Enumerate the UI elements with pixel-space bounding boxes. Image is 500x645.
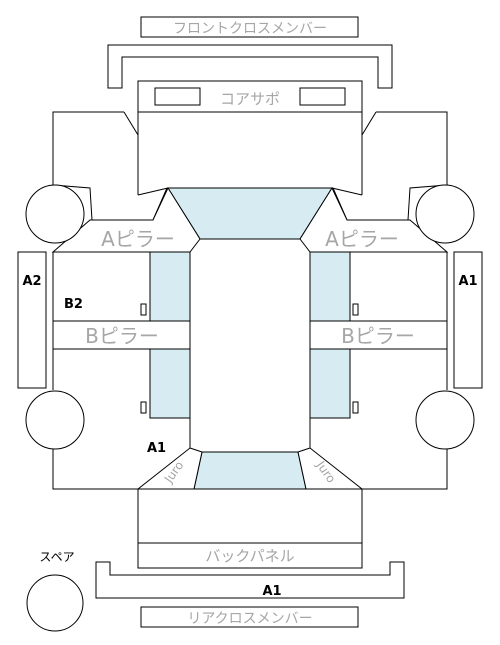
- right-side-sill: [453, 251, 483, 389]
- right-rear-wheel: [415, 390, 475, 450]
- b-pillar-right-label: Bピラー: [341, 324, 415, 348]
- grade-rear-left-corner: A1: [147, 441, 166, 456]
- right-front-door-handle: [352, 303, 359, 316]
- a-pillar-right: Aピラー: [299, 186, 449, 253]
- grade-right-side: A1: [458, 274, 477, 289]
- engine-bay-outline: [137, 112, 363, 196]
- left-side-sill: [17, 251, 47, 389]
- rear-window: [193, 451, 307, 490]
- right-rear-door-handle: [352, 401, 359, 414]
- core-support: コアサポ: [137, 80, 363, 113]
- a-pillar-left-label: Aピラー: [101, 227, 175, 251]
- b-pillar-left: Bピラー: [52, 320, 191, 350]
- right-rear-door-window: [309, 348, 351, 419]
- front-cross-member: フロントクロスメンバー: [140, 16, 359, 38]
- core-support-label: コアサポ: [220, 90, 280, 108]
- grade-rear-cross-member: A1: [262, 584, 281, 599]
- b-pillar-left-label: Bピラー: [85, 324, 159, 348]
- front-cross-member-bracket: [107, 44, 393, 89]
- spare-label: スペア: [39, 550, 74, 564]
- front-cross-member-label: フロントクロスメンバー: [173, 21, 327, 37]
- left-rear-door-handle: [140, 401, 147, 414]
- a-pillar-right-label: Aピラー: [325, 227, 399, 251]
- grade-left-side: A2: [22, 274, 41, 289]
- rear-cross-member-bracket: [95, 561, 405, 599]
- core-support-left-slot: [154, 87, 201, 106]
- a-pillar-left: Aピラー: [51, 186, 201, 253]
- core-support-right-slot: [299, 87, 346, 106]
- left-front-door-handle: [140, 303, 147, 316]
- left-front-wheel: [25, 184, 85, 244]
- left-rear-door-window: [149, 348, 191, 419]
- grade-b-pillar-left: B2: [64, 297, 83, 312]
- back-panel: バックパネル: [137, 542, 363, 569]
- right-front-wheel: [415, 184, 475, 244]
- back-panel-label: バックパネル: [205, 547, 294, 565]
- spare-tire: スペア: [26, 550, 84, 632]
- rear-cross-member: リアクロスメンバー: [140, 606, 359, 628]
- b-pillar-right: Bピラー: [309, 320, 448, 350]
- right-front-door-window: [309, 251, 351, 322]
- left-rear-wheel: [25, 390, 85, 450]
- rear-right-corner: Juro: [297, 447, 364, 490]
- rear-cross-member-label: リアクロスメンバー: [187, 611, 312, 627]
- left-front-door-window: [149, 251, 191, 322]
